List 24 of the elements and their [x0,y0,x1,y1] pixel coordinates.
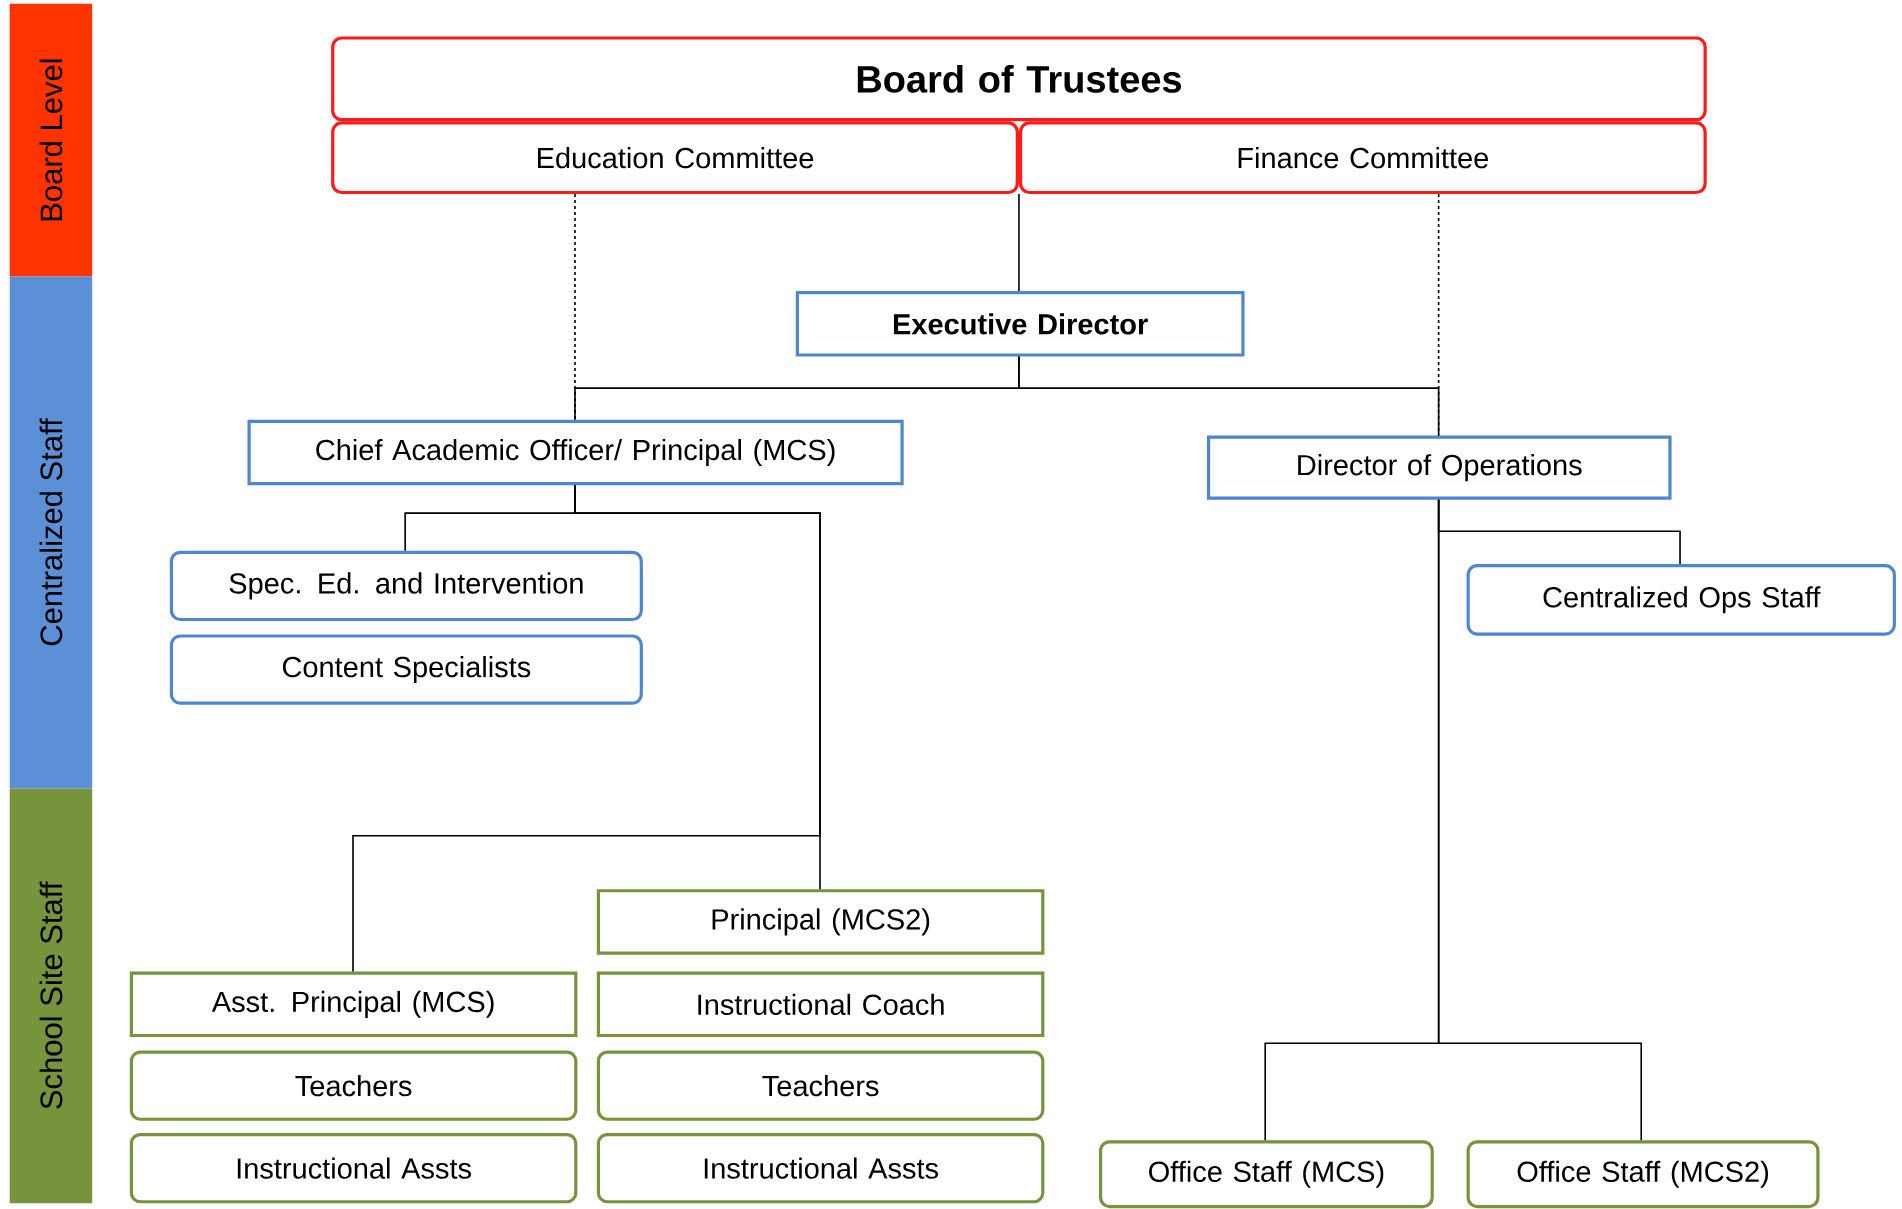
title-box: Executive Director [795,291,1245,357]
rounded-box: Office Staff (MCS2) [1466,1140,1820,1209]
title-box: Asst. Principal (MCS) [129,971,578,1038]
rounded-box: Instructional Assts [129,1132,578,1204]
rounded-box: Office Staff (MCS) [1099,1140,1434,1209]
title-box: Instructional Coach [596,971,1045,1038]
rounded-box: Instructional Assts [596,1132,1045,1204]
rounded-box: Teachers [596,1050,1045,1121]
rounded-box: Spec. Ed. and Intervention [169,550,643,622]
level-band: School Site Staff [9,788,93,1204]
rounded-box: Finance Committee [1018,121,1707,195]
rounded-box: Board of Trustees [331,36,1707,122]
title-box: Chief Academic Officer/ Principal (MCS) [247,419,904,486]
title-box: Director of Operations [1206,435,1672,500]
level-band: Board Level [9,3,93,277]
level-band: Centralized Staff [9,276,93,789]
connector-line [1437,498,1642,1142]
connector-line [352,484,821,973]
title-box: Principal (MCS2) [596,889,1045,955]
rounded-box: Education Committee [331,121,1019,195]
connector-line [1018,355,1440,437]
rounded-box: Content Specialists [169,634,643,705]
rounded-box: Teachers [129,1050,578,1121]
rounded-box: Centralized Ops Staff [1466,564,1896,636]
